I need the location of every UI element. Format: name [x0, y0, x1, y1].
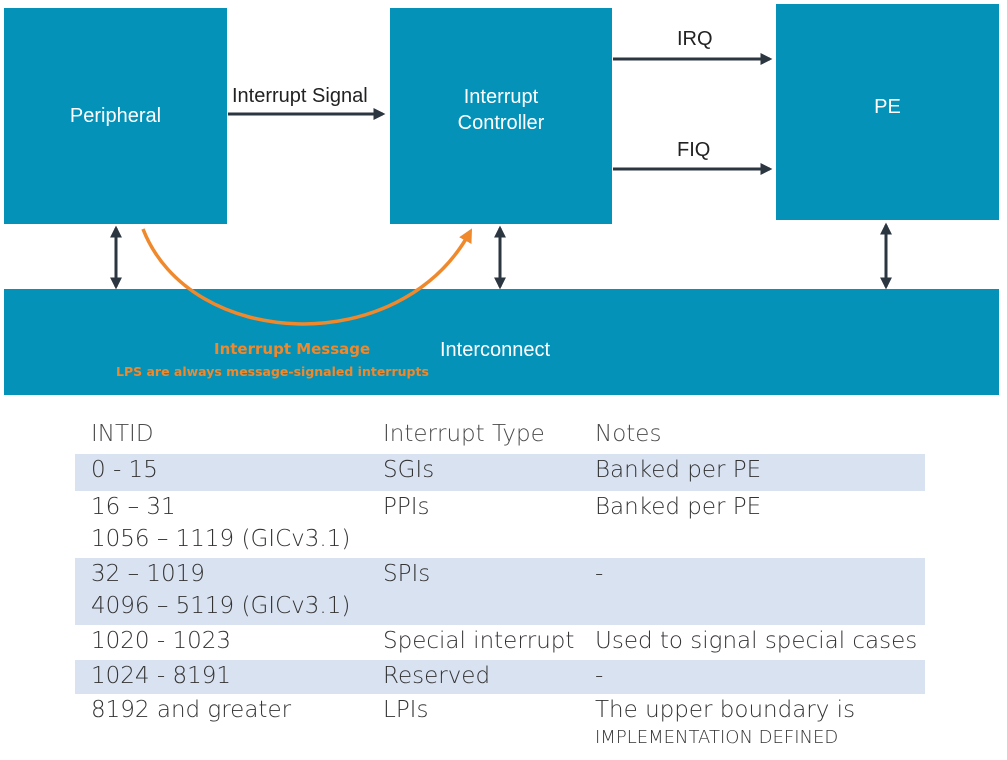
interrupt-controller-label-line1: Interrupt	[463, 86, 539, 108]
cell-interrupt-type: PPIs	[383, 494, 430, 520]
pe-label: PE	[874, 96, 901, 118]
notes-line: Used to signal special cases	[595, 628, 918, 654]
intid-line: 1020 - 1023	[91, 628, 231, 654]
intid-line: 8192 and greater	[91, 697, 292, 723]
table-row: 8192 and greater LPIs The upper boundary i…	[75, 694, 925, 756]
cell-intid: 32 – 1019 4096 – 5119 (GICv3.1)	[91, 558, 383, 625]
notes-line: IMPLEMENTATION DEFINED	[595, 727, 839, 748]
notes-line: Banked per PE	[595, 494, 762, 520]
interrupt-signal-label: Interrupt Signal	[232, 85, 368, 107]
cell-intid: 0 - 15	[91, 454, 383, 491]
notes-line: -	[595, 561, 604, 587]
table-row: 32 – 1019 4096 – 5119 (GICv3.1) SPIs -	[75, 558, 925, 625]
interconnect-bar: Interconnect	[4, 289, 999, 395]
table-row: 1020 - 1023 Special interrupt Used to sign…	[75, 625, 925, 660]
header-notes: Notes	[595, 421, 662, 447]
cell-notes: Used to signal special cases	[595, 625, 925, 660]
table-header-row: INTID Interrupt Type Notes	[75, 416, 925, 454]
notes-line: -	[595, 663, 604, 689]
cell-intid: 1024 - 8191	[91, 660, 383, 694]
interrupt-controller-box: Interrupt Controller	[390, 8, 612, 224]
cell-intid: 1020 - 1023	[91, 625, 383, 660]
notes-line: The upper boundary is	[595, 697, 856, 723]
intid-line: 16 – 31	[91, 494, 176, 520]
cell-notes: -	[595, 660, 925, 694]
fiq-label: FIQ	[677, 139, 710, 161]
cell-intid: 8192 and greater	[91, 694, 383, 756]
cell-notes: Banked per PE	[595, 454, 925, 491]
interconnect-label: Interconnect	[440, 339, 551, 361]
peripheral-box: Peripheral	[4, 8, 227, 224]
cell-interrupt-type: SPIs	[383, 561, 431, 587]
cell-interrupt-type: SGIs	[383, 457, 435, 483]
cell-notes: The upper boundary is IMPLEMENTATION DEFI…	[595, 694, 925, 756]
interrupt-message-sublabel: LPS are always message-signaled interrup…	[116, 364, 429, 379]
notes-line: Banked per PE	[595, 457, 762, 483]
cell-notes: -	[595, 558, 925, 625]
cell-interrupt-type: Special interrupt	[383, 628, 575, 654]
pe-box: PE	[776, 4, 999, 220]
interrupt-message-arrow	[141, 228, 473, 326]
cell-intid: 16 – 31 1056 – 1119 (GICv3.1)	[91, 491, 383, 558]
intid-line: 32 – 1019	[91, 561, 205, 587]
table-row: 1024 - 8191 Reserved -	[75, 660, 925, 694]
header-intid: INTID	[91, 421, 154, 447]
peripheral-label: Peripheral	[69, 105, 162, 127]
intid-line: 1056 – 1119 (GICv3.1)	[91, 526, 351, 552]
intid-line: 4096 – 5119 (GICv3.1)	[91, 593, 351, 619]
header-interrupt-type: Interrupt Type	[383, 421, 545, 447]
cell-interrupt-type: Reserved	[383, 663, 491, 689]
table-row: 16 – 31 1056 – 1119 (GICv3.1) PPIs Banked p…	[75, 491, 925, 558]
table-row: 0 - 15 SGIs Banked per PE	[75, 454, 925, 491]
cell-notes: Banked per PE	[595, 491, 925, 558]
interrupt-controller-label-line2: Controller	[457, 112, 545, 134]
intid-line: 1024 - 8191	[91, 663, 231, 689]
intid-line: 0 - 15	[91, 457, 158, 483]
cell-interrupt-type: LPIs	[383, 697, 429, 723]
interrupt-message-label: Interrupt Message	[214, 340, 370, 358]
diagram-arrows: Interrupt Signal IRQ FIQ Interrupt Messa…	[110, 28, 892, 379]
irq-label: IRQ	[677, 28, 713, 50]
